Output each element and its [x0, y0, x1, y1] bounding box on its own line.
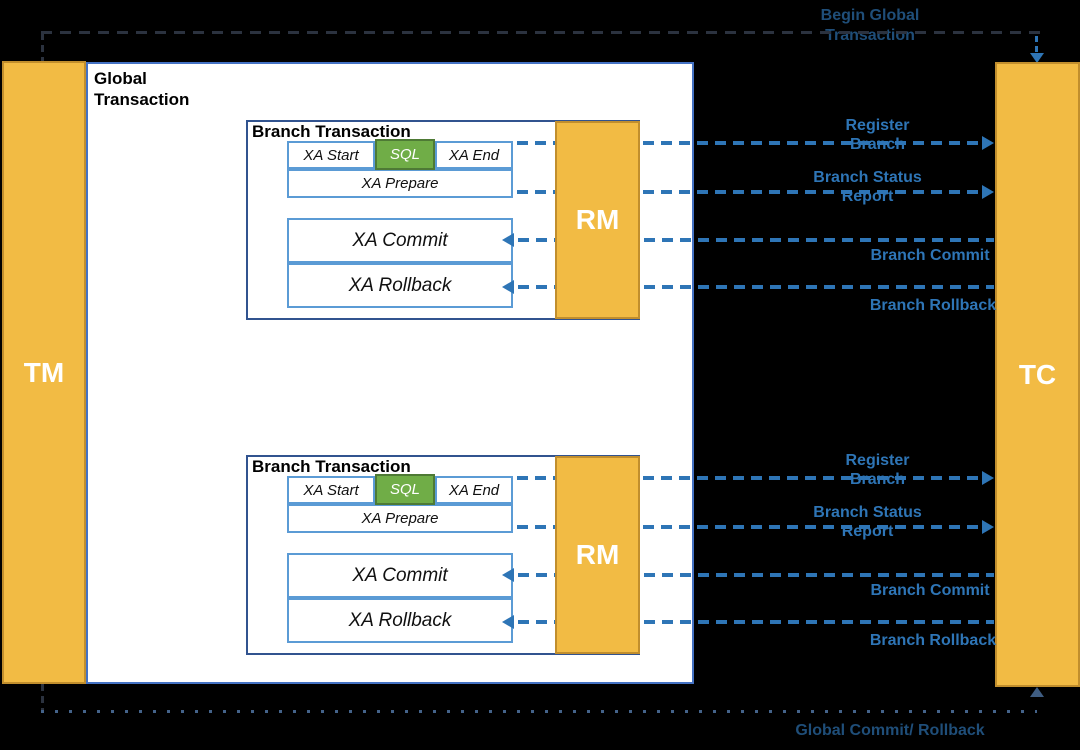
- arrow-right-icon: [982, 471, 994, 485]
- bottom-connector-dotted-line: [41, 710, 1037, 713]
- branch-rollback-label: Branch Rollback: [869, 297, 997, 314]
- branch-transaction-group-2: Branch Transaction XA Start SQL XA End X…: [0, 335, 1080, 670]
- xa-commit-step: XA Commit: [287, 553, 513, 598]
- branch-status-report-label: Branch Status Report: [813, 169, 922, 205]
- top-connector-vertical-right: [1035, 36, 1038, 53]
- branch-status-report-label: Branch Status Report: [813, 504, 922, 540]
- branch-transaction-group-1: Branch Transaction XA Start SQL XA End X…: [0, 0, 1080, 335]
- arrow-left-icon: [502, 615, 514, 629]
- xa-end-step: XA End: [435, 476, 513, 504]
- branch-transaction-title: Branch Transaction: [252, 122, 411, 141]
- xa-start-step: XA Start: [287, 476, 375, 504]
- branch-transaction-title: Branch Transaction: [252, 457, 411, 476]
- rm-node: RM: [555, 456, 640, 654]
- xa-rollback-step: XA Rollback: [287, 263, 513, 308]
- global-transaction-title: Global Transaction: [94, 69, 190, 109]
- sql-step: SQL: [375, 139, 435, 170]
- arrow-right-icon: [982, 136, 994, 150]
- arrow-right-icon: [982, 520, 994, 534]
- tc-node: TC: [995, 62, 1080, 687]
- xa-start-step: XA Start: [287, 141, 375, 169]
- sql-step: SQL: [375, 474, 435, 505]
- register-branch-arrow: [517, 141, 984, 145]
- arrow-left-icon: [502, 233, 514, 247]
- branch-rollback-arrow: [518, 620, 994, 624]
- rm-node: RM: [555, 121, 640, 319]
- arrow-left-icon: [502, 568, 514, 582]
- begin-global-transaction-label: Begin Global Transaction: [820, 7, 920, 44]
- top-connector-line: [41, 31, 1040, 34]
- branch-commit-label: Branch Commit: [870, 247, 990, 264]
- tm-node: TM: [2, 61, 86, 684]
- branch-status-report-arrow: [517, 525, 984, 529]
- bottom-connector-vertical-left: [41, 684, 44, 712]
- register-branch-label: Register Branch: [845, 452, 910, 488]
- register-branch-arrow: [517, 476, 984, 480]
- branch-commit-label: Branch Commit: [870, 582, 990, 599]
- branch-rollback-arrow: [518, 285, 994, 289]
- global-commit-rollback-label: Global Commit/ Rollback: [795, 722, 985, 739]
- arrow-down-icon: [1030, 53, 1044, 63]
- top-connector-vertical-left: [41, 33, 44, 61]
- xa-prepare-step: XA Prepare: [287, 504, 513, 533]
- xa-prepare-step: XA Prepare: [287, 169, 513, 198]
- xa-rollback-step: XA Rollback: [287, 598, 513, 643]
- branch-status-report-arrow: [517, 190, 984, 194]
- arrow-up-icon: [1030, 687, 1044, 697]
- branch-commit-arrow: [518, 238, 994, 242]
- xa-commit-step: XA Commit: [287, 218, 513, 263]
- arrow-left-icon: [502, 280, 514, 294]
- register-branch-label: Register Branch: [845, 117, 910, 153]
- branch-commit-arrow: [518, 573, 994, 577]
- branch-rollback-label: Branch Rollback: [869, 632, 997, 649]
- xa-end-step: XA End: [435, 141, 513, 169]
- arrow-right-icon: [982, 185, 994, 199]
